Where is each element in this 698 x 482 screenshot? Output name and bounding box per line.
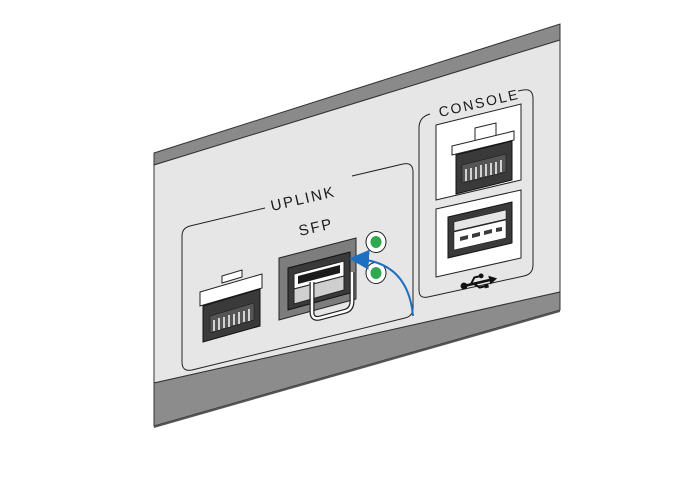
sfp-led-top [366, 232, 386, 253]
